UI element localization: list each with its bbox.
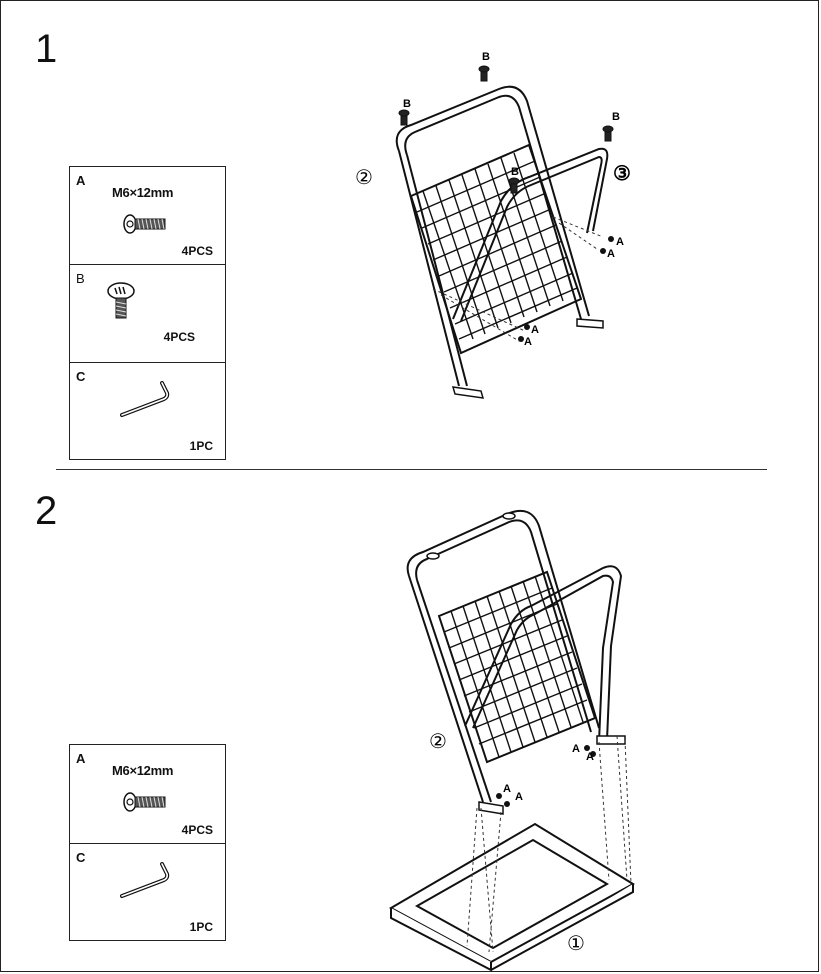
label-a-4: A bbox=[524, 336, 532, 348]
step-2-part-c-letter: C bbox=[76, 850, 86, 865]
label-b-2: B bbox=[482, 51, 490, 63]
foot-left bbox=[478, 801, 504, 815]
screw-cap-icon bbox=[107, 282, 135, 319]
callout-part-2: ② bbox=[429, 731, 447, 753]
assembly-guides bbox=[432, 216, 604, 342]
part-a-cell: A M6×12mm 4PCS bbox=[70, 167, 225, 265]
foot-right bbox=[576, 318, 604, 329]
screw-a-markers bbox=[518, 236, 614, 342]
step-2-part-c-cell: C 1PC bbox=[70, 844, 225, 940]
step-2-part-a-letter: A bbox=[76, 751, 86, 766]
part-a-letter: A bbox=[76, 173, 86, 188]
screw-b-markers bbox=[398, 65, 614, 194]
step-2-parts-table: A M6×12mm 4PCS C 1PC bbox=[69, 744, 226, 941]
label-b-4: B bbox=[511, 166, 519, 178]
part-c-qty: 1PC bbox=[189, 439, 213, 453]
label-b-1: B bbox=[403, 98, 411, 110]
front-frame bbox=[452, 147, 609, 322]
part-b-letter: B bbox=[76, 271, 85, 286]
label-a-3: A bbox=[572, 743, 580, 755]
part-a-spec: M6×12mm bbox=[112, 185, 174, 200]
part-c-letter: C bbox=[76, 369, 86, 384]
part-b-qty: 4PCS bbox=[163, 330, 195, 344]
hex-key-icon bbox=[120, 862, 170, 898]
label-a-1: A bbox=[616, 236, 624, 248]
screw-a-markers bbox=[496, 745, 596, 807]
step-1-parts-table: A M6×12mm 4PCS B 4PCS C bbox=[69, 166, 226, 460]
step-2-rack-drawing: A A A A ② ① bbox=[388, 510, 635, 972]
label-a-1: A bbox=[503, 783, 511, 795]
label-a-2: A bbox=[515, 791, 523, 803]
part-a-qty: 4PCS bbox=[181, 244, 213, 258]
step-1-rack-drawing: B B B B A A A A ② ③ bbox=[355, 51, 631, 399]
foot-right bbox=[596, 735, 626, 745]
base-frame bbox=[388, 822, 635, 972]
assembly-guides bbox=[466, 735, 632, 953]
back-frame bbox=[395, 85, 590, 387]
step-2-number: 2 bbox=[35, 489, 58, 533]
step-2-part-a-cell: A M6×12mm 4PCS bbox=[70, 745, 225, 844]
label-a-3: A bbox=[531, 324, 539, 336]
step-2-part-a-qty: 4PCS bbox=[181, 823, 213, 837]
part-c-cell: C 1PC bbox=[70, 363, 225, 459]
hex-key-icon bbox=[120, 381, 170, 417]
label-a-4: A bbox=[586, 751, 594, 763]
bolt-icon bbox=[123, 214, 166, 234]
bolt-icon bbox=[123, 792, 166, 812]
label-b-3: B bbox=[612, 111, 620, 123]
step-2-part-c-qty: 1PC bbox=[189, 920, 213, 934]
wire-grid bbox=[409, 143, 583, 355]
part-b-cell: B 4PCS bbox=[70, 265, 225, 363]
step-2-part-a-spec: M6×12mm bbox=[112, 763, 174, 778]
callout-part-2: ② bbox=[355, 167, 373, 189]
step-divider bbox=[56, 469, 767, 470]
front-frame bbox=[464, 565, 623, 743]
label-a-2: A bbox=[607, 248, 615, 260]
step-1-number: 1 bbox=[35, 27, 58, 71]
foot-left bbox=[451, 386, 485, 399]
callout-part-1: ① bbox=[567, 933, 585, 955]
callout-part-3: ③ bbox=[613, 163, 631, 185]
